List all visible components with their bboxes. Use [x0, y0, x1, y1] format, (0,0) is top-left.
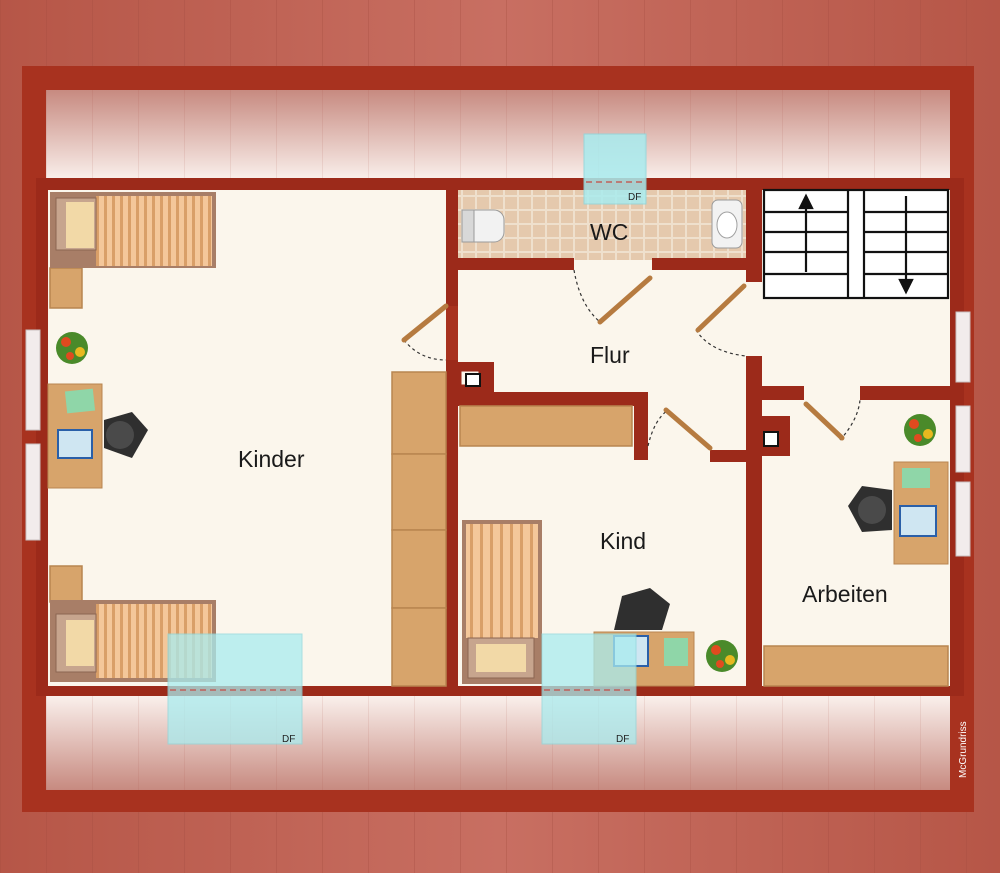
room-label-wc: WC: [590, 219, 628, 245]
doors: [403, 269, 861, 447]
door-leaves: [401, 275, 845, 451]
stairs: [762, 188, 950, 300]
room-label-kind: Kind: [600, 528, 646, 554]
walls: [36, 178, 964, 696]
room-label-arbeiten: Arbeiten: [802, 581, 888, 607]
cabinets: [49, 267, 949, 687]
wc-fixtures: [461, 199, 743, 249]
skylight-label-bottom-left: DF: [282, 734, 295, 745]
skylights: DF DF DF: [167, 133, 647, 745]
skylight-label-bottom-right: DF: [616, 734, 629, 745]
room-label-kinder: Kinder: [238, 446, 305, 472]
side-windows: [25, 311, 971, 557]
room-label-flur: Flur: [590, 342, 630, 368]
credit-label: McGrundriss: [958, 721, 969, 778]
skylight-label-top: DF: [628, 192, 641, 203]
beds: [50, 192, 542, 684]
room-labels: Kinder WC Flur Kind Arbeiten: [238, 219, 888, 607]
plants: [56, 332, 936, 672]
